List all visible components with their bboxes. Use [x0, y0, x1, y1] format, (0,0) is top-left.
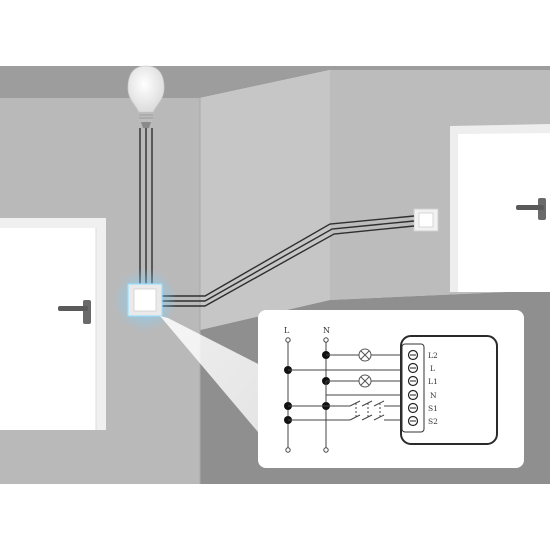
- right-door: [450, 124, 550, 292]
- terminal-label-s1: S1: [428, 404, 438, 413]
- terminal-screws: [407, 349, 419, 427]
- right-door-leaf: [458, 133, 550, 292]
- terminal-label-l2: L2: [428, 351, 438, 360]
- lamp-cross-icon: [358, 374, 372, 388]
- callout-beam: [160, 316, 262, 432]
- module-body: [400, 335, 498, 445]
- supply-label-neutral: N: [323, 326, 330, 335]
- terminal-label-s2: S2: [428, 417, 438, 426]
- lamp-cross-icon: [358, 348, 372, 362]
- wall-switch-icon: [413, 208, 439, 232]
- smart-switch-module-icon: [113, 268, 177, 332]
- supply-label-live: L: [284, 326, 290, 335]
- door-handle-icon: [58, 300, 91, 324]
- door-handle-icon: [516, 198, 546, 220]
- wires: [139, 128, 415, 307]
- terminal-label-l: L: [430, 364, 435, 373]
- light-bulb-icon: [127, 65, 165, 128]
- wiring-diagram-panel: L N: [258, 310, 524, 468]
- terminal-label-n: N: [430, 391, 437, 400]
- terminal-label-l1: L1: [428, 377, 438, 386]
- left-door-leaf: [0, 228, 96, 430]
- far-wall: [200, 70, 330, 330]
- left-door: [0, 218, 106, 430]
